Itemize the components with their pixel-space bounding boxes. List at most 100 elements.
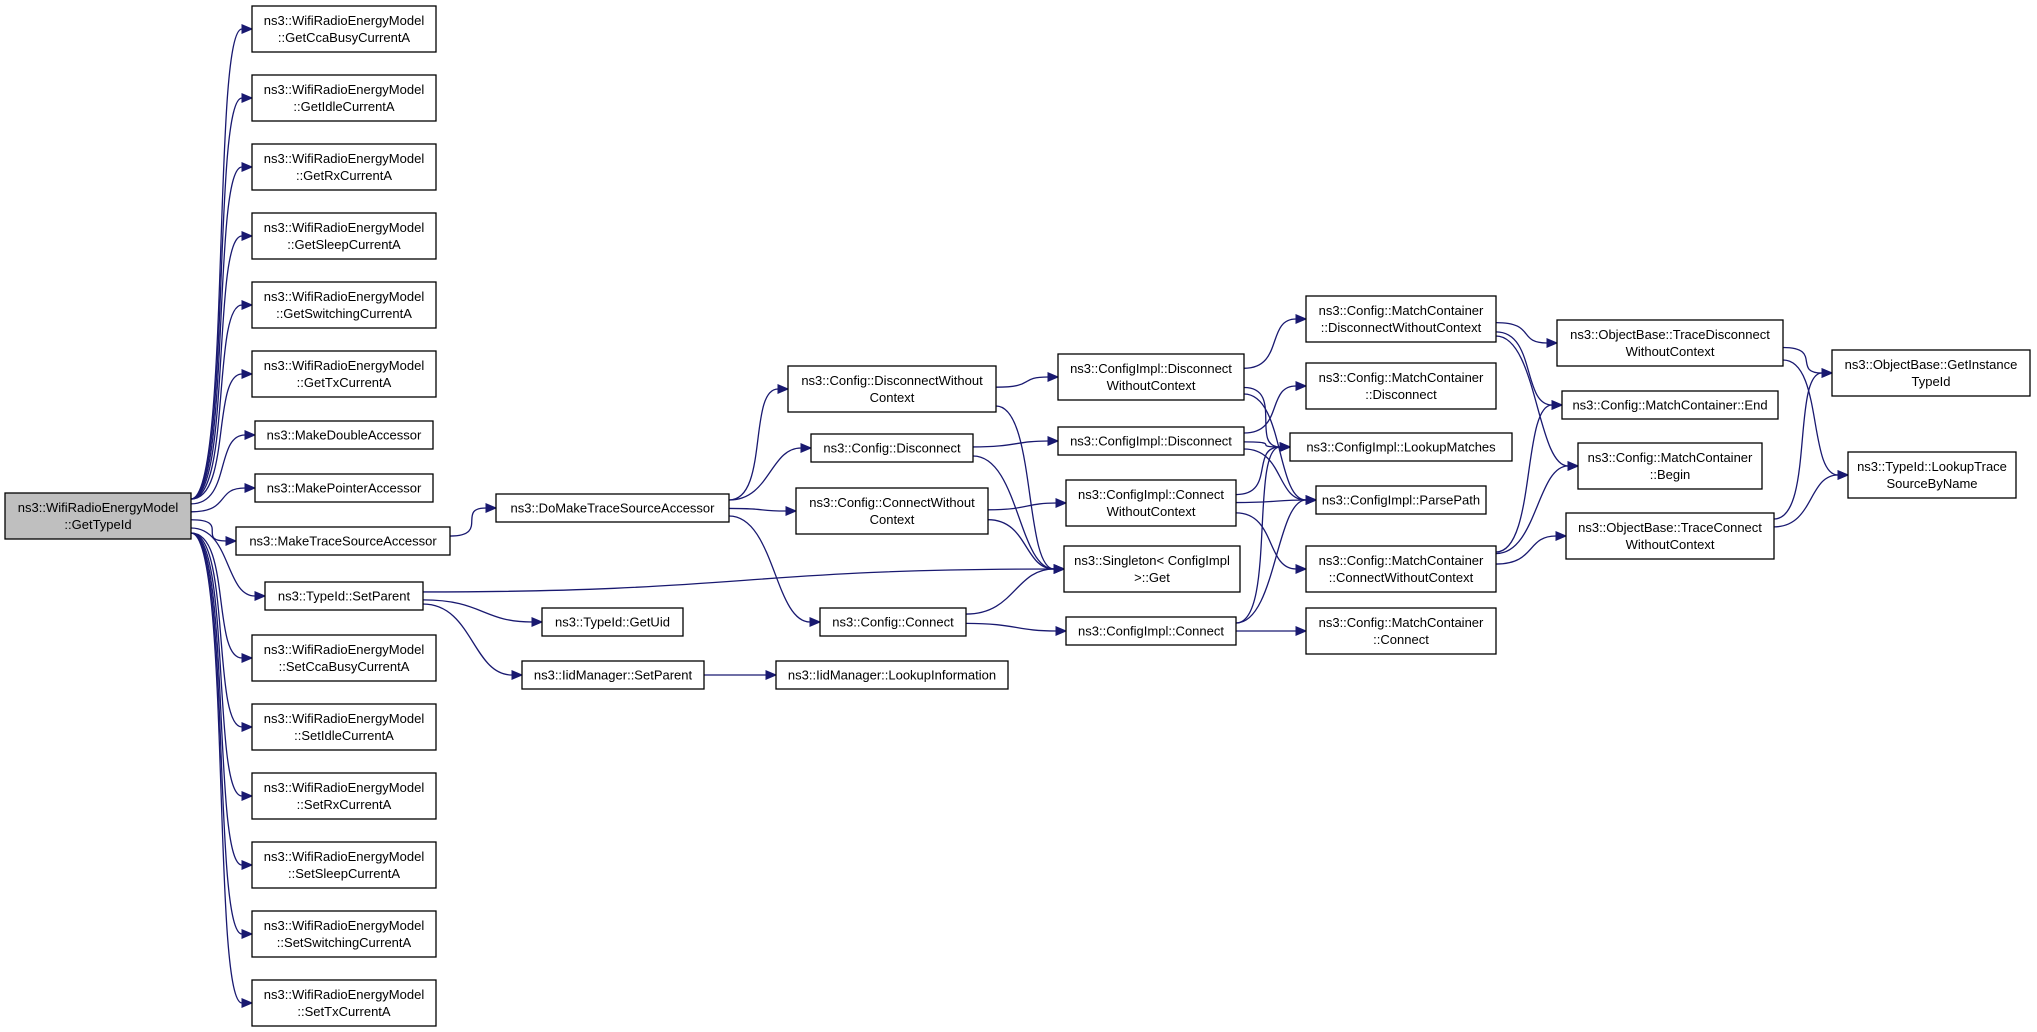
node-box[interactable] xyxy=(1577,442,1763,490)
arrowhead-setparent-to-getuid xyxy=(531,617,544,627)
call-edge-cfgdisc-to-implDisc xyxy=(972,440,1049,448)
node-box[interactable] xyxy=(1305,607,1497,655)
node-implDisc[interactable]: ns3::ConfigImpl::Disconnect xyxy=(1057,426,1245,456)
node-box[interactable] xyxy=(254,420,434,450)
node-label-line: WithoutContext xyxy=(1626,537,1715,552)
node-box[interactable] xyxy=(1065,479,1237,527)
node-box[interactable] xyxy=(795,487,989,535)
call-edge-setparent-to-iidsetparent xyxy=(422,603,513,676)
node-obTraceConn[interactable]: ns3::ObjectBase::TraceConnectWithoutCont… xyxy=(1565,512,1775,560)
node-box[interactable] xyxy=(810,433,974,463)
node-box[interactable] xyxy=(251,910,437,958)
node-box[interactable] xyxy=(264,581,424,611)
node-mcEnd[interactable]: ns3::Config::MatchContainer::End xyxy=(1561,390,1779,420)
node-getswitch[interactable]: ns3::WifiRadioEnergyModel::GetSwitchingC… xyxy=(251,281,437,329)
node-box[interactable] xyxy=(251,74,437,122)
node-box[interactable] xyxy=(251,350,437,398)
node-label-line: ns3::Config::Disconnect xyxy=(823,441,961,456)
node-setparent[interactable]: ns3::TypeId::SetParent xyxy=(264,581,424,611)
node-box[interactable] xyxy=(1565,512,1775,560)
node-box[interactable] xyxy=(1305,295,1497,343)
node-gettx[interactable]: ns3::WifiRadioEnergyModel::GetTxCurrentA xyxy=(251,350,437,398)
arrowhead-root-to-setswitch xyxy=(241,929,254,939)
node-cfgconnwc[interactable]: ns3::Config::ConnectWithoutContext xyxy=(795,487,989,535)
node-box[interactable] xyxy=(251,212,437,260)
node-getsleep[interactable]: ns3::WifiRadioEnergyModel::GetSleepCurre… xyxy=(251,212,437,260)
node-box[interactable] xyxy=(1831,349,2031,397)
node-mcConn[interactable]: ns3::Config::MatchContainer::Connect xyxy=(1305,607,1497,655)
node-lookupinfo[interactable]: ns3::IidManager::LookupInformation xyxy=(775,660,1009,690)
node-box[interactable] xyxy=(251,5,437,53)
node-label-line: ns3::ObjectBase::TraceConnect xyxy=(1578,520,1762,535)
node-label-line: Context xyxy=(870,512,915,527)
node-mktrace[interactable]: ns3::MakeTraceSourceAccessor xyxy=(235,526,451,556)
node-setrx[interactable]: ns3::WifiRadioEnergyModel::SetRxCurrentA xyxy=(251,772,437,820)
node-settx[interactable]: ns3::WifiRadioEnergyModel::SetTxCurrentA xyxy=(251,979,437,1027)
node-box[interactable] xyxy=(251,703,437,751)
node-implConn[interactable]: ns3::ConfigImpl::Connect xyxy=(1065,616,1237,646)
node-box[interactable] xyxy=(4,492,192,540)
node-box[interactable] xyxy=(521,660,705,690)
node-label-line: ::SetRxCurrentA xyxy=(297,797,392,812)
node-setcca[interactable]: ns3::WifiRadioEnergyModel::SetCcaBusyCur… xyxy=(251,634,437,682)
node-parsePath[interactable]: ns3::ConfigImpl::ParsePath xyxy=(1315,485,1487,515)
node-box[interactable] xyxy=(1289,432,1513,462)
call-edge-implConn-to-parsePath xyxy=(1235,499,1307,624)
node-domake[interactable]: ns3::DoMakeTraceSourceAccessor xyxy=(495,493,730,523)
node-box[interactable] xyxy=(235,526,451,556)
node-label-line: ::DisconnectWithoutContext xyxy=(1321,320,1482,335)
node-iidsetparent[interactable]: ns3::IidManager::SetParent xyxy=(521,660,705,690)
node-root[interactable]: ns3::WifiRadioEnergyModel::GetTypeId xyxy=(4,492,192,540)
node-box[interactable] xyxy=(1057,353,1245,401)
node-box[interactable] xyxy=(1305,362,1497,410)
node-mcDisc[interactable]: ns3::Config::MatchContainer::Disconnect xyxy=(1305,362,1497,410)
node-singleton[interactable]: ns3::Singleton< ConfigImpl>::Get xyxy=(1063,545,1241,593)
arrowhead-domake-to-cfgconn xyxy=(809,617,822,627)
node-box[interactable] xyxy=(1063,545,1241,593)
node-box[interactable] xyxy=(1065,616,1237,646)
node-box[interactable] xyxy=(251,772,437,820)
node-setidle[interactable]: ns3::WifiRadioEnergyModel::SetIdleCurren… xyxy=(251,703,437,751)
node-mkdouble[interactable]: ns3::MakeDoubleAccessor xyxy=(254,420,434,450)
node-mcBegin[interactable]: ns3::Config::MatchContainer::Begin xyxy=(1577,442,1763,490)
node-box[interactable] xyxy=(254,473,434,503)
node-cfgdiscwc[interactable]: ns3::Config::DisconnectWithoutContext xyxy=(787,365,997,413)
node-box[interactable] xyxy=(1561,390,1779,420)
node-box[interactable] xyxy=(251,281,437,329)
node-getrx[interactable]: ns3::WifiRadioEnergyModel::GetRxCurrentA xyxy=(251,143,437,191)
node-cfgconn[interactable]: ns3::Config::Connect xyxy=(819,607,967,637)
node-setsleep[interactable]: ns3::WifiRadioEnergyModel::SetSleepCurre… xyxy=(251,841,437,889)
node-label-line: ns3::ConfigImpl::Connect xyxy=(1078,624,1224,639)
node-implDiscWc[interactable]: ns3::ConfigImpl::DisconnectWithoutContex… xyxy=(1057,353,1245,401)
node-box[interactable] xyxy=(251,979,437,1027)
node-box[interactable] xyxy=(251,634,437,682)
node-getcca[interactable]: ns3::WifiRadioEnergyModel::GetCcaBusyCur… xyxy=(251,5,437,53)
call-edge-implDisc-to-lookupMatches xyxy=(1243,441,1281,448)
node-box[interactable] xyxy=(1305,545,1497,593)
node-implConnWc[interactable]: ns3::ConfigImpl::ConnectWithoutContext xyxy=(1065,479,1237,527)
node-lookupMatches[interactable]: ns3::ConfigImpl::LookupMatches xyxy=(1289,432,1513,462)
node-box[interactable] xyxy=(787,365,997,413)
node-box[interactable] xyxy=(1057,426,1245,456)
node-setswitch[interactable]: ns3::WifiRadioEnergyModel::SetSwitchingC… xyxy=(251,910,437,958)
node-box[interactable] xyxy=(541,607,684,637)
call-edge-implDiscWc-to-lookupMatches xyxy=(1243,386,1281,448)
node-obTraceDisc[interactable]: ns3::ObjectBase::TraceDisconnectWithoutC… xyxy=(1556,319,1784,367)
node-getuid[interactable]: ns3::TypeId::GetUid xyxy=(541,607,684,637)
node-box[interactable] xyxy=(1315,485,1487,515)
node-box[interactable] xyxy=(1556,319,1784,367)
node-box[interactable] xyxy=(775,660,1009,690)
node-box[interactable] xyxy=(251,841,437,889)
node-box[interactable] xyxy=(251,143,437,191)
node-getidle[interactable]: ns3::WifiRadioEnergyModel::GetIdleCurren… xyxy=(251,74,437,122)
call-edge-implConnWc-to-lookupMatches xyxy=(1235,446,1281,496)
node-box[interactable] xyxy=(495,493,730,523)
node-mcConnWc[interactable]: ns3::Config::MatchContainer::ConnectWith… xyxy=(1305,545,1497,593)
node-mcDiscWc[interactable]: ns3::Config::MatchContainer::DisconnectW… xyxy=(1305,295,1497,343)
node-box[interactable] xyxy=(1847,451,2017,499)
node-box[interactable] xyxy=(819,607,967,637)
node-mkptr[interactable]: ns3::MakePointerAccessor xyxy=(254,473,434,503)
node-cfgdisc[interactable]: ns3::Config::Disconnect xyxy=(810,433,974,463)
